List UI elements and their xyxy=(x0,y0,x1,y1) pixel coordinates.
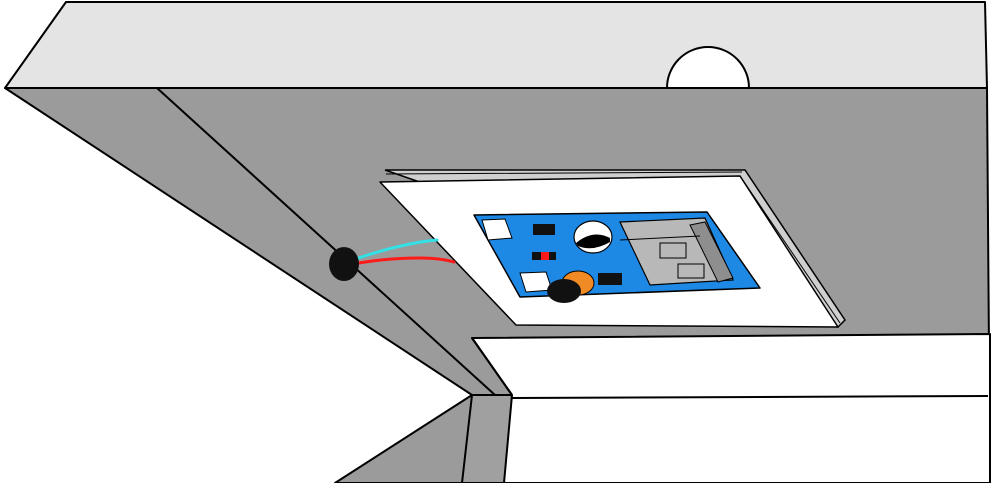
smd-chip xyxy=(533,224,555,235)
cable-grommet xyxy=(329,247,359,281)
wire-negative xyxy=(342,238,439,265)
enclosure-lid xyxy=(4,1,988,89)
boost-converter-board xyxy=(473,211,761,303)
front-cover-panel xyxy=(471,333,991,483)
power-leads xyxy=(342,238,456,268)
input-terminal xyxy=(481,218,513,241)
wire-positive xyxy=(342,256,456,268)
inductor xyxy=(573,220,613,254)
enclosure-inner-wall xyxy=(461,394,513,483)
enclosure-inner-edge xyxy=(156,87,496,396)
usb-a-port xyxy=(619,217,734,286)
output-terminal xyxy=(519,271,553,293)
capacitor xyxy=(547,270,595,303)
smd-chip xyxy=(598,273,622,285)
smd-led xyxy=(541,252,549,260)
